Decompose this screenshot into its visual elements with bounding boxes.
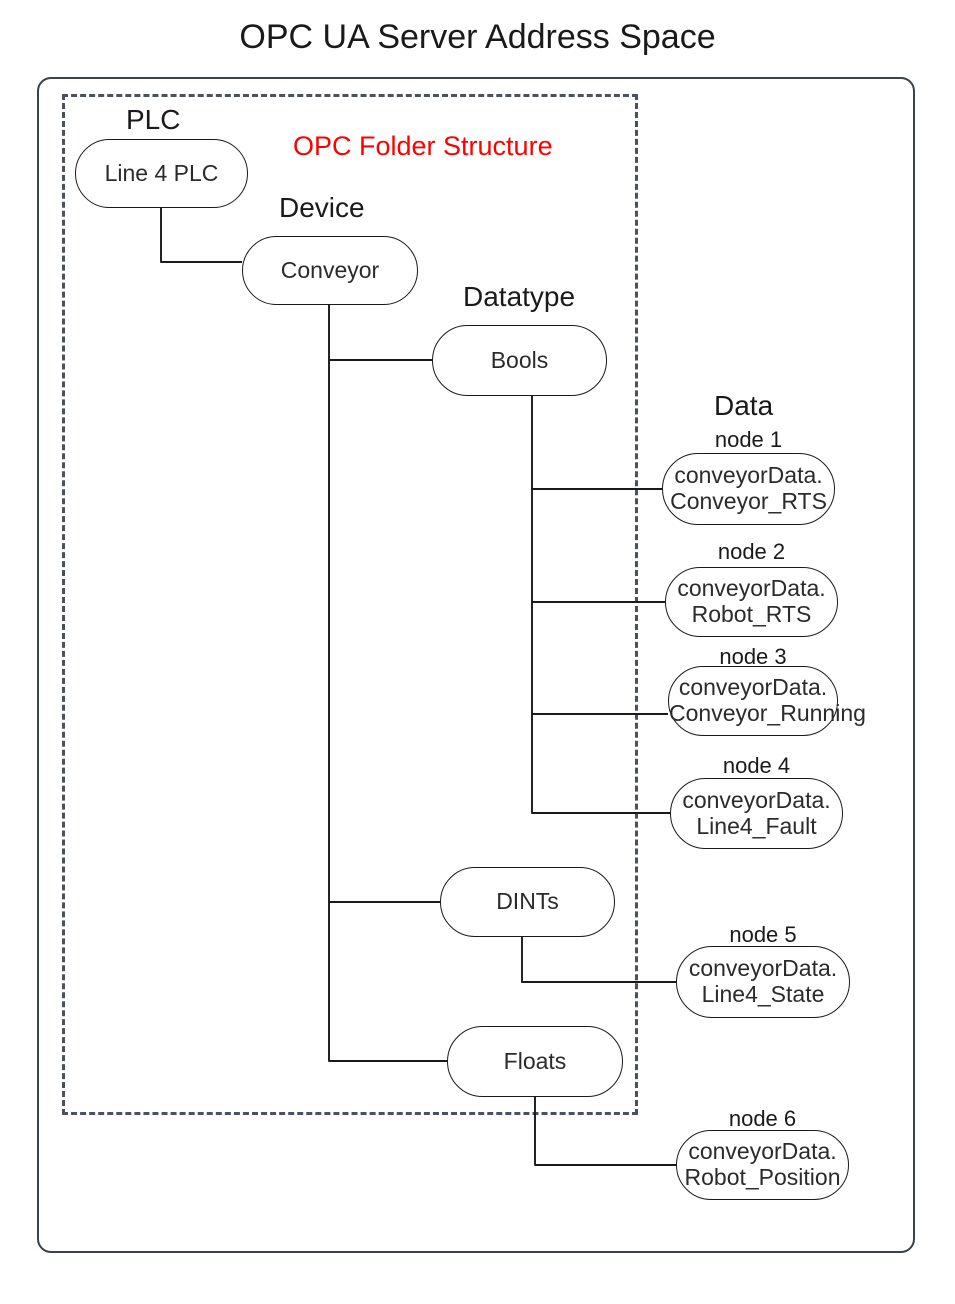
column-label-plc: PLC: [126, 104, 181, 135]
data-node-2[interactable]: conveyorData. Robot_RTS: [665, 567, 838, 637]
folder-label-dints: DINTs: [496, 888, 559, 915]
data-node-6[interactable]: conveyorData. Robot_Position: [676, 1130, 849, 1200]
folder-node-line4-plc[interactable]: Line 4 PLC: [75, 139, 248, 208]
data-node-3-line1: conveyorData.: [678, 674, 828, 701]
column-label-device: Device: [279, 192, 365, 223]
data-node-4-line2: Line4_Fault: [696, 812, 817, 839]
data-node-2-line1: conveyorData.: [677, 575, 826, 602]
column-label-datatype: Datatype: [463, 281, 576, 312]
data-node-3[interactable]: conveyorData. Conveyor_Running: [668, 666, 866, 736]
folder-node-dints[interactable]: DINTs: [440, 867, 615, 937]
node-caption-3: node 3: [719, 644, 787, 669]
data-node-1[interactable]: conveyorData. Conveyor_RTS: [662, 453, 835, 525]
data-node-3-line2: Conveyor_Running: [669, 700, 866, 726]
data-node-1-line2: Conveyor_RTS: [670, 488, 827, 514]
node-caption-1: node 1: [714, 427, 783, 452]
folder-label-line4-plc: Line 4 PLC: [104, 159, 219, 186]
folder-label-conveyor: Conveyor: [280, 256, 380, 283]
folder-label-floats: Floats: [503, 1047, 567, 1074]
folder-node-bools[interactable]: Bools: [432, 325, 607, 396]
data-node-5-line2: Line4_State: [701, 981, 825, 1007]
node-caption-5: node 5: [729, 922, 797, 947]
opc-folder-structure-label: OPC Folder Structure: [293, 131, 553, 161]
data-node-4-line1: conveyorData.: [682, 786, 831, 813]
data-node-1-line1: conveyorData.: [674, 462, 823, 489]
data-node-5-line1: conveyorData.: [688, 955, 838, 982]
page-title: OPC UA Server Address Space: [239, 18, 716, 56]
data-node-5[interactable]: conveyorData. Line4_State: [676, 946, 850, 1018]
node-caption-2: node 2: [717, 539, 786, 564]
folder-node-conveyor[interactable]: Conveyor: [242, 236, 418, 305]
data-node-2-line2: Robot_RTS: [691, 601, 812, 627]
column-label-data: Data: [714, 390, 774, 421]
server-address-space-frame: [37, 77, 915, 1253]
folder-node-floats[interactable]: Floats: [447, 1026, 623, 1097]
folder-label-bools: Bools: [490, 346, 549, 373]
data-node-6-line1: conveyorData.: [688, 1138, 837, 1165]
data-node-6-line2: Robot_Position: [684, 1164, 841, 1190]
node-caption-6: node 6: [728, 1106, 797, 1131]
data-node-4[interactable]: conveyorData. Line4_Fault: [670, 778, 843, 849]
node-caption-4: node 4: [722, 753, 791, 778]
